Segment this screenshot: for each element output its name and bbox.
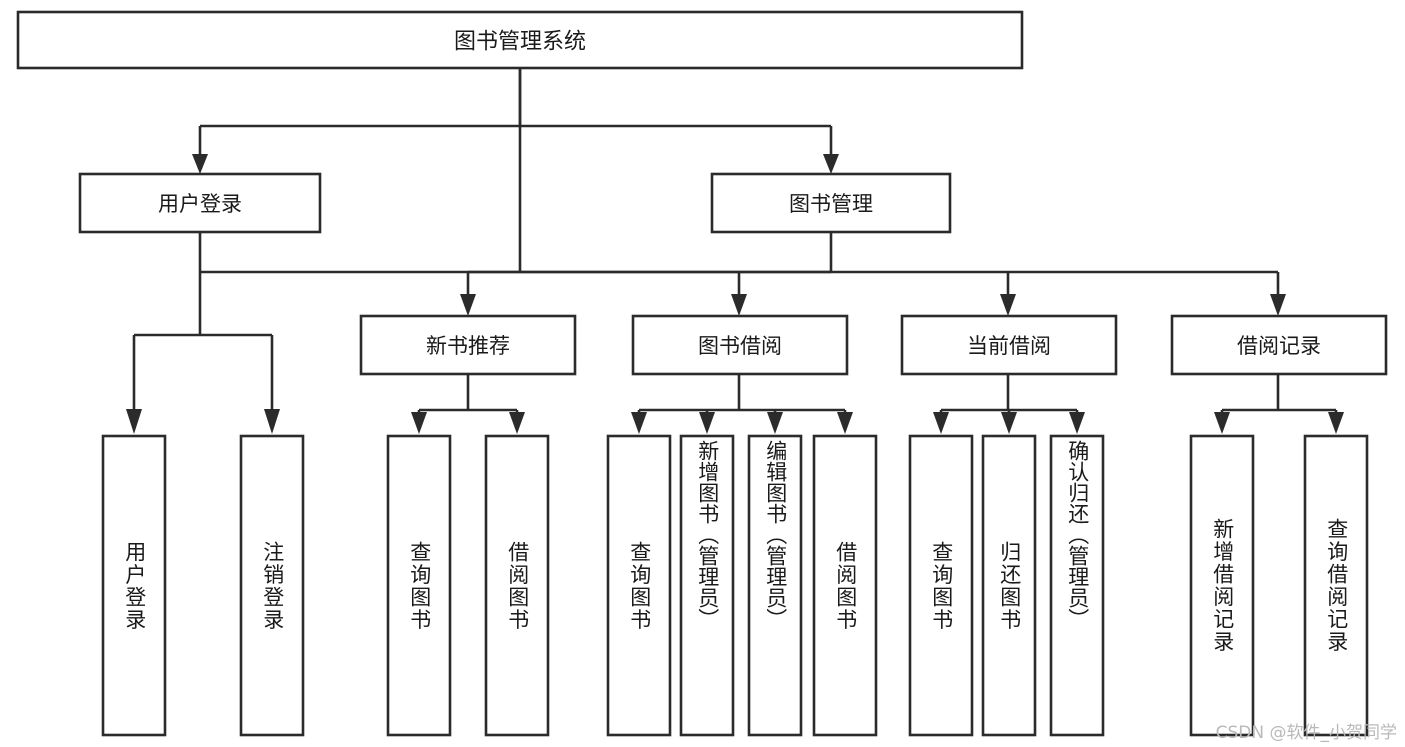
arrow-leaf-borrow-book-1 — [509, 412, 525, 434]
arrow-leaf-query-book-1 — [411, 412, 427, 434]
arrow-leaf-query-book-3 — [933, 412, 949, 434]
leaf-return-book[interactable] — [981, 434, 1037, 737]
node-root[interactable] — [16, 10, 1024, 70]
arrow-leaf-query-book-2 — [631, 412, 647, 434]
leaf-edit-book-admin[interactable] — [747, 434, 803, 737]
arrow-current-borrow — [1000, 294, 1016, 316]
label-user-login: 用户登录 — [158, 192, 242, 216]
arrow-new-book — [460, 294, 476, 316]
leaf-borrow-book-recommend[interactable] — [484, 434, 550, 737]
node-book-management[interactable] — [710, 172, 952, 234]
label-current-borrow: 当前借阅 — [967, 334, 1051, 358]
label-book-borrow: 图书借阅 — [698, 334, 782, 358]
leaf-add-borrow-record[interactable] — [1189, 434, 1255, 737]
arrow-book-borrow — [731, 294, 747, 316]
leaf-logout[interactable] — [239, 434, 305, 737]
arrow-leaf-edit-book — [767, 412, 783, 434]
arrow-leaf-user-login — [126, 409, 142, 434]
node-user-login[interactable] — [78, 172, 322, 234]
leaf-user-login[interactable] — [101, 434, 167, 737]
node-new-book-recommend[interactable] — [359, 314, 577, 376]
arrow-borrow-record — [1270, 294, 1286, 316]
arrow-book-mgmt — [823, 154, 839, 174]
leaf-query-borrow-record[interactable] — [1303, 434, 1369, 737]
label-borrow-record: 借阅记录 — [1237, 334, 1321, 358]
leaf-query-book-current[interactable] — [908, 434, 974, 737]
node-borrow-record[interactable] — [1170, 314, 1388, 376]
connector-layer — [126, 66, 1344, 434]
arrow-leaf-borrow-book-2 — [837, 412, 853, 434]
arrow-leaf-add-book — [699, 412, 715, 434]
watermark: CSDN @软件_小贺同学 — [1215, 723, 1397, 743]
arrow-leaf-add-record — [1214, 412, 1230, 434]
node-layer — [16, 10, 1388, 737]
leaf-confirm-return-admin[interactable] — [1049, 434, 1105, 737]
label-root: 图书管理系统 — [454, 30, 586, 55]
arrow-leaf-query-record — [1328, 412, 1344, 434]
label-book-management: 图书管理 — [789, 192, 873, 216]
node-current-borrow[interactable] — [900, 314, 1118, 376]
leaf-borrow-book-borrow[interactable] — [812, 434, 878, 737]
arrow-leaf-confirm-return — [1069, 412, 1085, 434]
label-layer: 图书管理系统 用户登录 图书管理 新书推荐 图书借阅 当前借阅 借阅记录 — [158, 30, 1321, 359]
leaf-query-book-recommend[interactable] — [386, 434, 452, 737]
arrow-user-login — [192, 154, 208, 174]
leaf-query-book-borrow[interactable] — [606, 434, 672, 737]
arrow-leaf-logout — [264, 409, 280, 434]
label-new-book-recommend: 新书推荐 — [426, 334, 510, 358]
node-book-borrow[interactable] — [631, 314, 849, 376]
leaf-add-book-admin[interactable] — [679, 434, 735, 737]
arrow-leaf-return-book — [1001, 412, 1017, 434]
